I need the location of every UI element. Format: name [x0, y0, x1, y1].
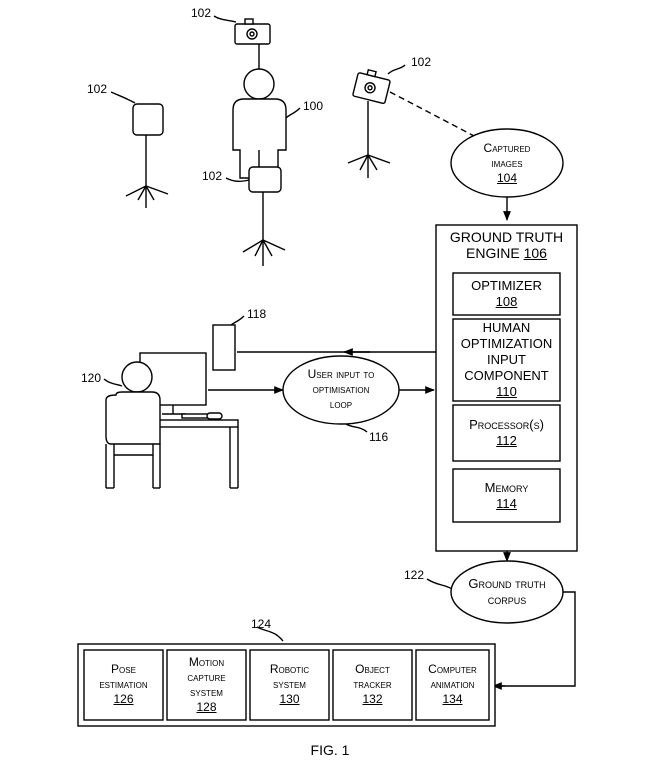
leader-116 — [345, 423, 368, 433]
app-robotic-label: Robotic system 130 — [269, 662, 310, 706]
ref-102-right: 102 — [411, 55, 432, 69]
memory-label: Memory 114 — [484, 480, 529, 511]
app-pose-label: Pose estimation 126 — [99, 662, 148, 706]
ref-120: 120 — [81, 371, 102, 385]
app-box-robotic — [249, 649, 330, 721]
app-box-animation — [415, 649, 490, 721]
app-box-pose — [83, 649, 164, 721]
leader-124 — [256, 626, 284, 642]
app-box-tracker — [332, 649, 413, 721]
leader-102-right — [387, 64, 406, 75]
capture-dashed-line — [389, 91, 479, 139]
app-motion-label: Motion capture system 128 — [187, 655, 226, 714]
figure-caption: FIG. 1 — [310, 742, 350, 758]
user-figure-icon — [105, 361, 161, 489]
ref-102-left: 102 — [87, 82, 108, 96]
leader-102-top — [213, 15, 237, 23]
corpus-to-applications-line — [495, 591, 576, 687]
processors-label: Processor(s) 112 — [469, 417, 544, 448]
app-tracker-label: Object tracker 132 — [353, 662, 392, 706]
leader-100 — [285, 107, 301, 119]
memory-box — [452, 468, 561, 523]
ref-118: 118 — [247, 307, 267, 321]
user-input-loop-node — [282, 355, 400, 425]
user-input-loop-label: User input to optimisation loop — [307, 367, 375, 411]
app-box-motion — [166, 649, 247, 721]
ground-truth-corpus-label: Ground truth corpus — [468, 576, 546, 607]
leader-122 — [426, 578, 453, 590]
ref-116: 116 — [369, 430, 389, 444]
ground-truth-engine-label: Ground truth engine 106 — [449, 229, 564, 261]
camera-left-icon — [125, 103, 169, 208]
human-input-box — [452, 318, 561, 402]
captured-images-label: Captured images 104 — [483, 141, 531, 185]
ref-102-top: 102 — [191, 6, 212, 20]
ref-124: 124 — [251, 617, 272, 631]
subject-figure-icon — [232, 68, 287, 179]
optimizer-label: Optimizer 108 — [471, 278, 542, 309]
processors-box — [452, 404, 561, 462]
leader-102-left — [110, 91, 136, 104]
leader-102-mid — [225, 177, 250, 183]
camera-top-icon — [234, 18, 271, 70]
human-input-label: Human optimization input component 110 — [460, 320, 553, 399]
camera-right-icon — [347, 68, 391, 178]
ref-122: 122 — [404, 568, 425, 582]
leader-120 — [103, 378, 123, 387]
ref-100: 100 — [303, 99, 324, 113]
app-animation-label: Computer animation 134 — [428, 662, 477, 706]
ref-102-mid: 102 — [202, 169, 223, 183]
camera-mid-icon — [242, 166, 286, 266]
optimizer-box — [452, 272, 561, 316]
